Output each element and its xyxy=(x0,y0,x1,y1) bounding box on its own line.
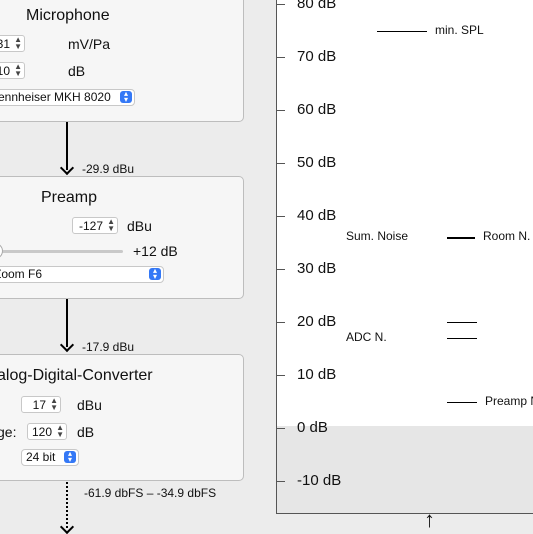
y-tick-label: -10 dB xyxy=(297,472,342,489)
y-tick-label: 40 dB xyxy=(297,207,337,224)
arrow-down-icon xyxy=(59,160,75,176)
level-mark-label: Preamp N xyxy=(485,393,533,408)
y-tick-label: 0 dB xyxy=(297,419,328,436)
y-tick-label: 10 dB xyxy=(297,366,337,383)
self-noise-unit: dB xyxy=(68,63,86,79)
level-mark-label: Sum. Noise xyxy=(346,229,409,244)
y-tick-label: 30 dB xyxy=(297,260,337,277)
y-tick xyxy=(277,110,285,111)
y-tick xyxy=(277,375,285,376)
y-tick xyxy=(277,269,285,270)
y-tick-label: 80 dB xyxy=(297,0,337,12)
ein-stepper[interactable]: -127 ▲▼ xyxy=(72,217,118,234)
sensitivity-unit: mV/Pa xyxy=(68,36,111,52)
flow-arrow-line xyxy=(66,299,68,347)
y-tick-label: 50 dB xyxy=(297,154,337,171)
arrow-down-icon xyxy=(59,337,75,353)
bitdepth-value: 24 bit xyxy=(26,450,56,464)
stepper-arrows-icon: ▲▼ xyxy=(14,62,22,78)
y-tick xyxy=(277,4,285,5)
adc-panel: alog-Digital-Converter 17 ▲▼ dBu ge: 120… xyxy=(0,354,244,481)
level-mark xyxy=(377,30,427,32)
adc-range-unit: dB xyxy=(77,424,95,440)
y-tick xyxy=(277,216,285,217)
preamp-input-level: -29.9 dBu xyxy=(82,162,135,176)
arrow-down-icon xyxy=(59,519,75,534)
level-mark xyxy=(447,401,477,403)
preamp-model-value: Zoom F6 xyxy=(0,267,43,281)
preamp-panel: Preamp -127 ▲▼ dBu +12 dB Zoom F6 ▴▾ xyxy=(0,176,244,299)
ein-unit: dBu xyxy=(127,218,152,234)
adc-range-value: 120 xyxy=(31,425,52,439)
preamp-title: Preamp xyxy=(41,189,98,206)
adc-max-value: 17 xyxy=(32,398,46,412)
level-chart: 80 dB 70 dB 60 dB 50 dB 40 dB 30 dB 20 dB 10 dB… xyxy=(276,0,533,514)
microphone-panel: Microphone 31 ▲▼ mV/Pa 10 ▲▼ dB Sennheis… xyxy=(0,0,244,122)
level-mark-label: ADC N. xyxy=(346,329,387,344)
microphone-title: Microphone xyxy=(26,7,110,24)
gain-slider[interactable] xyxy=(0,243,123,259)
level-mark xyxy=(447,237,475,240)
y-tick-label: 60 dB xyxy=(297,101,337,118)
microphone-model-select[interactable]: Sennheiser MKH 8020 ▴▾ xyxy=(0,89,135,106)
stepper-arrows-icon: ▲▼ xyxy=(14,35,22,51)
adc-max-stepper[interactable]: 17 ▲▼ xyxy=(21,396,61,413)
stepper-arrows-icon: ▲▼ xyxy=(56,423,64,439)
gain-label: +12 dB xyxy=(133,243,178,259)
y-tick-label: 20 dB xyxy=(297,313,337,330)
level-mark xyxy=(447,322,477,323)
y-tick xyxy=(277,428,285,429)
sensitivity-value: 31 xyxy=(0,37,10,51)
chevron-updown-icon: ▴▾ xyxy=(149,267,161,281)
y-tick xyxy=(277,322,285,323)
chevron-updown-icon: ▴▾ xyxy=(120,90,132,104)
bitdepth-select[interactable]: 24 bit ▴▾ xyxy=(21,449,79,466)
sensitivity-stepper[interactable]: 31 ▲▼ xyxy=(0,35,25,52)
level-mark-label: min. SPL xyxy=(435,22,484,37)
microphone-model-value: Sennheiser MKH 8020 xyxy=(0,90,111,104)
self-noise-stepper[interactable]: 10 ▲▼ xyxy=(0,62,25,79)
adc-range-label: ge: xyxy=(0,424,17,440)
adc-range-stepper[interactable]: 120 ▲▼ xyxy=(27,423,67,440)
chevron-updown-icon: ▴▾ xyxy=(64,450,76,464)
y-tick xyxy=(277,163,285,164)
stepper-arrows-icon: ▲▼ xyxy=(107,217,115,233)
level-mark xyxy=(447,337,477,339)
adc-input-level: -17.9 dBu xyxy=(82,340,135,354)
gain-slider-knob[interactable] xyxy=(0,243,3,259)
below-zero-region xyxy=(277,426,533,513)
flow-arrow-line xyxy=(66,122,68,170)
preamp-model-select[interactable]: Zoom F6 ▴▾ xyxy=(0,266,164,283)
level-mark-label: Room N. xyxy=(483,229,531,244)
y-tick xyxy=(277,481,285,482)
arrow-up-icon[interactable]: ↑ xyxy=(424,507,435,532)
stepper-arrows-icon: ▲▼ xyxy=(50,396,58,412)
y-tick-label: 70 dB xyxy=(297,48,337,65)
adc-max-unit: dBu xyxy=(77,397,102,413)
self-noise-value: 10 xyxy=(0,64,10,78)
adc-title: alog-Digital-Converter xyxy=(0,367,153,384)
y-tick xyxy=(277,57,285,58)
digital-output-level: -61.9 dbFS – -34.9 dbFS xyxy=(84,486,217,500)
gain-slider-track xyxy=(1,250,123,253)
ein-value: -127 xyxy=(78,219,103,233)
flow-arrow-dotted-line xyxy=(66,482,68,528)
